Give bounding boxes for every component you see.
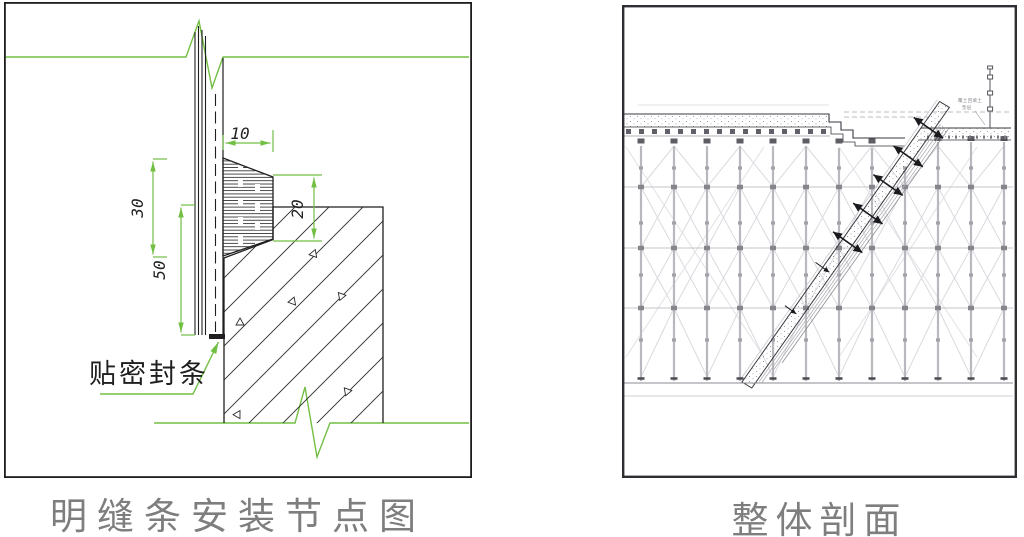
scissor-braces bbox=[625, 146, 978, 358]
right-figure-caption: 整体剖面 bbox=[731, 501, 908, 537]
level-dashed-lines bbox=[844, 111, 1012, 118]
detail-border bbox=[4, 2, 472, 478]
scaffold-posts bbox=[639, 142, 1006, 381]
tiny-note-line1: 覆土回填土 bbox=[958, 97, 982, 104]
joint-strip-detail-drawing: 10 30 50 20 贴密封条 bbox=[4, 2, 472, 478]
formwork-panel bbox=[194, 26, 225, 339]
overall-section-svg: 覆土回填土 垫层 bbox=[622, 5, 1017, 478]
tiny-note-line2: 垫层 bbox=[962, 104, 972, 111]
overall-section-drawing: 覆土回填土 垫层 bbox=[622, 5, 1017, 478]
bay-braces bbox=[640, 145, 1005, 379]
section-border bbox=[622, 5, 1017, 478]
dimensions bbox=[150, 130, 322, 336]
guardrail-post bbox=[987, 65, 994, 128]
dim-10-text: 10 bbox=[230, 124, 249, 143]
dim-20-text: 20 bbox=[288, 199, 307, 218]
seal-strip-label: 贴密封条 bbox=[89, 359, 209, 389]
aggregate-triangles bbox=[232, 248, 353, 420]
seal-strip-callout: 贴密封条 bbox=[89, 341, 220, 395]
base bbox=[624, 377, 1013, 397]
concrete-section bbox=[223, 206, 384, 423]
bottom-break-line bbox=[154, 386, 469, 460]
ramp-arrows bbox=[784, 116, 944, 315]
left-slab bbox=[624, 104, 905, 147]
joint-strip-detail-svg: 10 30 50 20 贴密封条 bbox=[4, 2, 472, 478]
ledgers bbox=[624, 186, 1013, 309]
joint-strip bbox=[222, 157, 274, 257]
left-figure-caption: 明缝条安装节点图 bbox=[50, 497, 426, 537]
top-break-line bbox=[6, 18, 469, 91]
dimension-texts: 10 30 50 20 bbox=[128, 124, 307, 280]
dim-30-text: 30 bbox=[128, 198, 147, 218]
tiny-annotation: 覆土回填土 垫层 bbox=[958, 97, 986, 126]
dim-50-text: 50 bbox=[150, 260, 169, 279]
